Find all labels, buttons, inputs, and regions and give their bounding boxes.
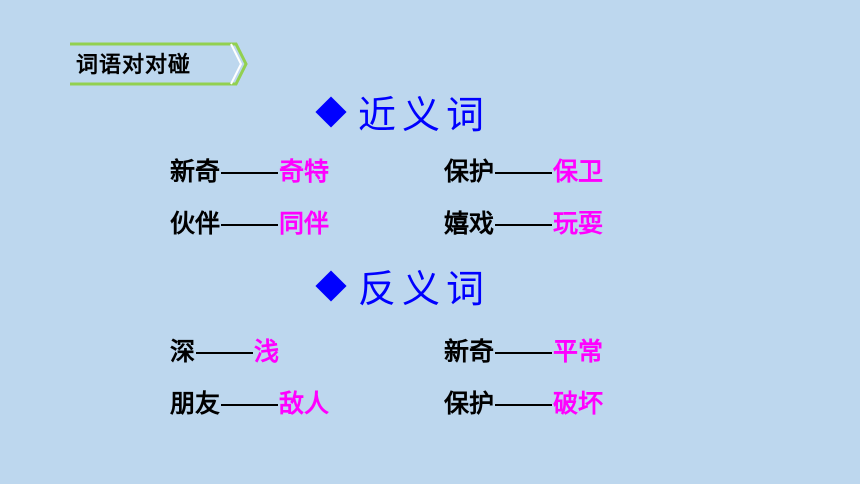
pair-answer: 破坏: [553, 389, 604, 418]
section-tag: 词语对对碰: [68, 42, 258, 86]
diamond-bullet-icon: [315, 269, 347, 302]
pair-word: 伙伴: [170, 209, 221, 238]
dash-line: [221, 224, 279, 226]
dash-line: [495, 404, 553, 406]
pair-item: 保护 保卫: [444, 152, 603, 188]
pair-word: 朋友: [170, 389, 221, 418]
dash-line: [221, 404, 279, 406]
pair-item: 伙伴 同伴: [170, 204, 329, 240]
pair-item: 深浅: [170, 332, 279, 368]
pair-answer: 浅: [254, 337, 280, 366]
pair-answer: 保卫: [553, 157, 604, 186]
pair-item: 新奇 平常: [444, 332, 603, 368]
heading-antonyms: 反义词: [314, 258, 490, 313]
pair-word: 保护: [444, 389, 495, 418]
pair-item: 嬉戏 玩耍: [444, 204, 603, 240]
dash-line: [196, 352, 254, 354]
pair-answer: 平常: [553, 337, 604, 366]
dash-line: [495, 224, 553, 226]
pair-answer: 奇特: [279, 157, 330, 186]
pair-item: 保护 破坏: [444, 384, 603, 420]
tag-label: 词语对对碰: [76, 53, 192, 78]
tag-shape: [70, 42, 248, 86]
pair-word: 深: [170, 337, 196, 366]
diamond-bullet-icon: [315, 95, 347, 128]
pair-answer: 敌人: [279, 389, 330, 418]
pair-word: 新奇: [170, 157, 221, 186]
pair-answer: 同伴: [279, 209, 330, 238]
pair-answer: 玩耍: [553, 209, 604, 238]
pair-word: 新奇: [444, 337, 495, 366]
pair-item: 新奇 奇特: [170, 152, 329, 188]
pair-word: 保护: [444, 157, 495, 186]
dash-line: [495, 172, 553, 174]
heading-text: 近义词: [358, 93, 491, 137]
heading-text: 反义词: [358, 267, 491, 311]
dash-line: [221, 172, 279, 174]
dash-line: [495, 352, 553, 354]
heading-synonyms: 近义词: [314, 84, 490, 139]
pair-word: 嬉戏: [444, 209, 495, 238]
pair-item: 朋友 敌人: [170, 384, 329, 420]
